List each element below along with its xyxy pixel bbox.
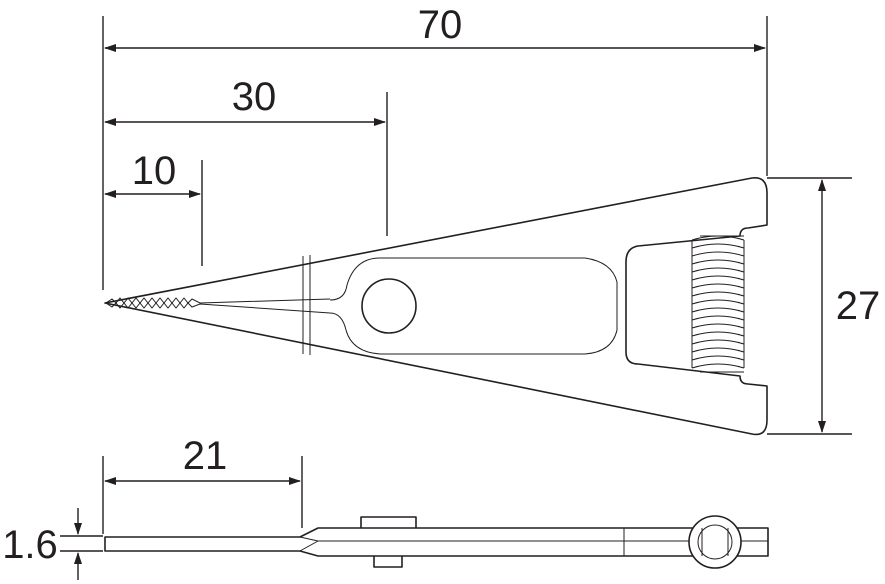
side-body bbox=[104, 527, 769, 557]
dimension-lines bbox=[74, 44, 826, 580]
clip-body-outline bbox=[104, 176, 768, 436]
extension-lines bbox=[60, 16, 852, 552]
side-spring-inner bbox=[697, 524, 733, 560]
jaw-teeth bbox=[105, 297, 331, 304]
side-spring-outer bbox=[688, 515, 742, 569]
clip-side-view bbox=[104, 515, 769, 569]
dim-label-21: 21 bbox=[183, 434, 228, 478]
dim-label-1.6: 1.6 bbox=[2, 523, 58, 567]
spring-coil-icon bbox=[691, 235, 745, 373]
dim-label-27: 27 bbox=[836, 284, 881, 328]
clip-top-view bbox=[104, 176, 768, 436]
dim-label-10: 10 bbox=[132, 149, 177, 193]
dim-label-70: 70 bbox=[418, 3, 463, 47]
pivot-rivet bbox=[361, 278, 417, 334]
pivot-slot bbox=[329, 257, 618, 355]
dim-label-30: 30 bbox=[232, 75, 277, 119]
